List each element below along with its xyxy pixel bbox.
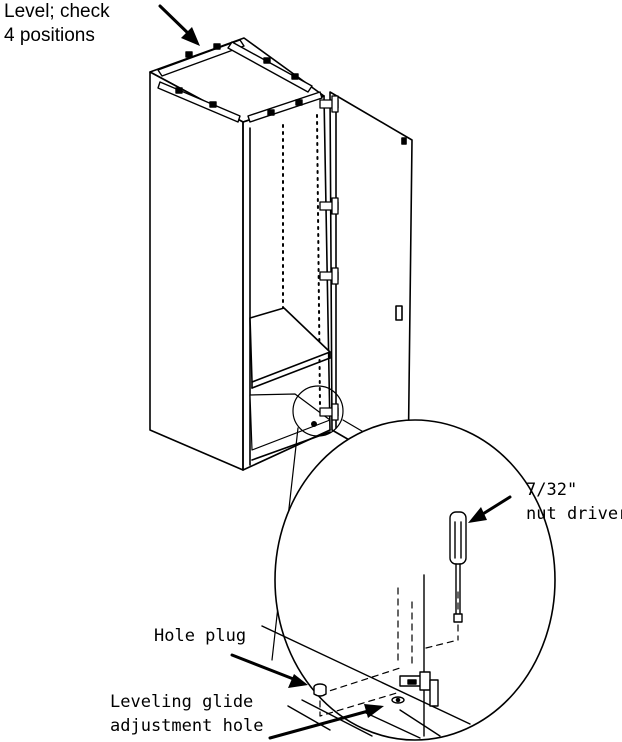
shelves — [249, 307, 331, 461]
nut-driver-label-line2: nut driver — [526, 504, 622, 524]
hole-plug-label: Hole plug — [154, 626, 247, 646]
door-hinges — [319, 95, 339, 421]
callout-arrows — [158, 4, 512, 740]
nut-driver-icon — [449, 511, 467, 623]
leveling-glide-label-line2: adjustment hole — [110, 716, 264, 736]
level-check-label-line1: Level; check — [4, 1, 110, 22]
cabinet-door — [329, 91, 413, 475]
top-rails — [157, 39, 323, 123]
nut-driver-label-line1: 7/32" — [526, 480, 578, 500]
level-check-label-line2: 4 positions — [4, 25, 95, 46]
detail-callout — [271, 385, 556, 741]
detail-view — [261, 574, 471, 739]
leveling-glide-label-line1: Leveling glide — [110, 692, 254, 712]
shelf-pin-holes — [282, 114, 321, 406]
